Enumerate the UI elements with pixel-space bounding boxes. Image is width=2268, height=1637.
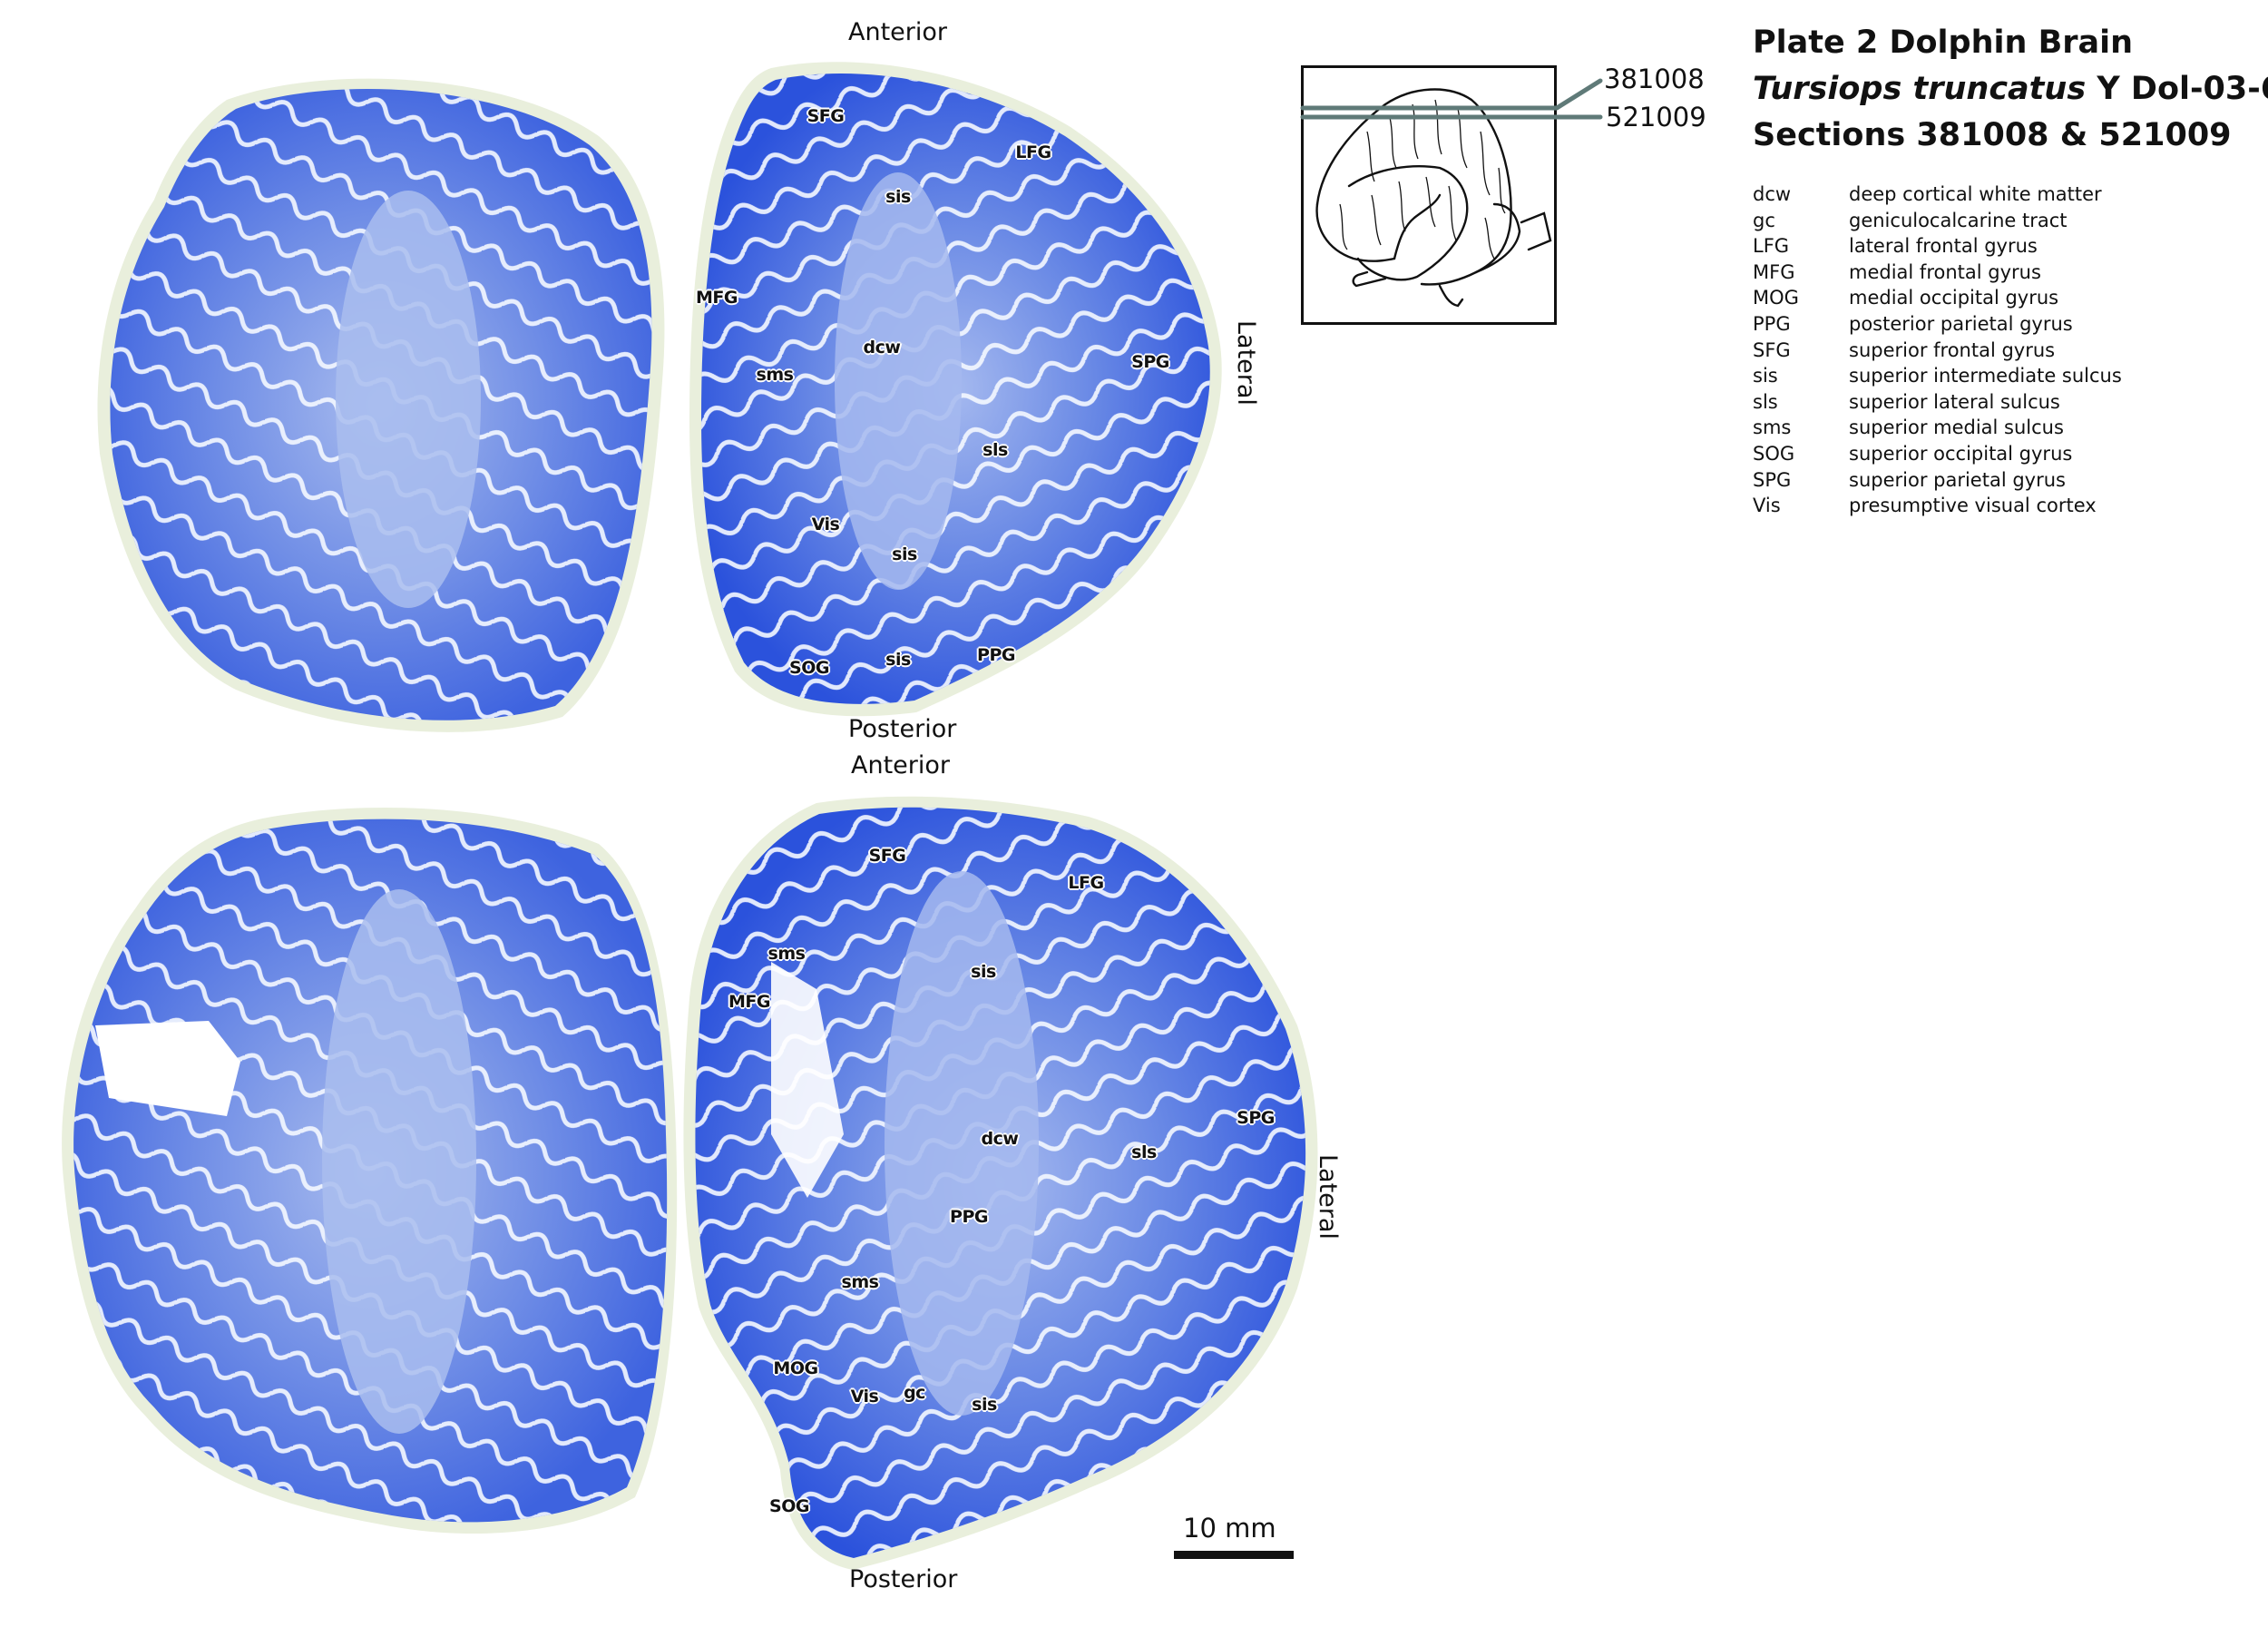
legend-abbreviation: sls — [1753, 390, 1778, 413]
section-top-right — [689, 62, 1222, 717]
legend-abbreviation: Vis — [1753, 495, 1781, 517]
anatomical-label: SOG — [789, 658, 829, 678]
inset-brain-diagram — [1301, 65, 1557, 325]
legend-definition: deep cortical white matter — [1849, 183, 2102, 205]
legend-definition: superior parietal gyrus — [1849, 468, 2066, 491]
anatomical-label: sms — [767, 944, 806, 964]
legend-abbreviation: LFG — [1753, 235, 1790, 258]
section-number-381008: 381008 — [1604, 64, 1705, 94]
legend-abbreviation: SFG — [1753, 338, 1791, 361]
plate-title: Plate 2 Dolphin Brain — [1753, 25, 2134, 61]
anatomical-label: sms — [841, 1272, 879, 1292]
anatomical-label: gc — [904, 1383, 925, 1403]
bottom-lateral-label: Lateral — [1314, 1154, 1342, 1240]
legend-abbreviation: MFG — [1753, 260, 1795, 283]
anatomical-label: sis — [892, 544, 917, 564]
anatomical-label: SPG — [1237, 1108, 1275, 1128]
anatomical-label: sis — [972, 1395, 997, 1415]
anatomical-label: SPG — [1131, 352, 1169, 372]
top-anterior-label: Anterior — [848, 18, 948, 46]
legend-definition: presumptive visual cortex — [1849, 495, 2097, 517]
anatomical-label: sis — [885, 187, 911, 207]
legend-abbreviation: dcw — [1753, 183, 1792, 205]
plate-species: Tursiops truncatus Y Dol-03-63 — [1753, 71, 2268, 107]
legend-row: sms superior medial sulcus — [1753, 415, 2122, 441]
anatomical-label: sis — [885, 650, 911, 670]
plate-sections: Sections 381008 & 521009 — [1753, 117, 2232, 153]
top-lateral-label: Lateral — [1232, 320, 1260, 406]
legend-definition: superior intermediate sulcus — [1849, 365, 2122, 387]
legend-row: MOG medial occipital gyrus — [1753, 285, 2122, 311]
anatomical-label: PPG — [977, 645, 1015, 665]
anatomical-label: SFG — [868, 846, 906, 866]
section-bottom-right — [683, 796, 1318, 1570]
legend-definition: medial frontal gyrus — [1849, 260, 2041, 283]
anatomical-label: MOG — [773, 1358, 818, 1378]
specimen-id: Y Dol-03-63 — [2097, 71, 2268, 107]
anatomical-label: PPG — [950, 1207, 988, 1227]
legend-abbreviation: sis — [1753, 365, 1778, 387]
legend-row: sls superior lateral sulcus — [1753, 389, 2122, 416]
legend-abbreviation: SPG — [1753, 468, 1792, 491]
legend-row: PPG posterior parietal gyrus — [1753, 311, 2122, 338]
anatomical-label: dcw — [863, 338, 901, 358]
legend-row: Vis presumptive visual cortex — [1753, 493, 2122, 519]
legend-row: dcw deep cortical white matter — [1753, 181, 2122, 208]
legend-definition: geniculocalcarine tract — [1849, 209, 2068, 231]
legend-definition: superior lateral sulcus — [1849, 390, 2060, 413]
anatomical-label: Vis — [850, 1387, 879, 1407]
anatomical-label: sls — [1131, 1142, 1157, 1162]
legend-definition: medial occipital gyrus — [1849, 287, 2059, 309]
section-top-left — [97, 78, 665, 732]
legend-abbreviation: gc — [1753, 209, 1775, 231]
legend-row: sis superior intermediate sulcus — [1753, 363, 2122, 389]
abbreviation-legend: dcw deep cortical white matter gc geniculoc… — [1753, 181, 2122, 519]
anatomical-label: dcw — [981, 1129, 1019, 1149]
section-bottom-left — [62, 808, 678, 1534]
legend-definition: superior occipital gyrus — [1849, 442, 2073, 465]
scale-bar — [1174, 1551, 1294, 1559]
top-posterior-label: Posterior — [848, 715, 957, 743]
legend-abbreviation: MOG — [1753, 287, 1799, 309]
legend-definition: posterior parietal gyrus — [1849, 312, 2073, 335]
scale-bar-label: 10 mm — [1183, 1513, 1276, 1544]
legend-row: MFG medial frontal gyrus — [1753, 260, 2122, 286]
anatomical-label: sls — [982, 440, 1008, 460]
legend-abbreviation: PPG — [1753, 312, 1791, 335]
anatomical-label: SFG — [807, 106, 845, 126]
legend-row: gc geniculocalcarine tract — [1753, 208, 2122, 234]
bottom-anterior-label: Anterior — [851, 751, 951, 779]
legend-definition: superior frontal gyrus — [1849, 338, 2056, 361]
legend-abbreviation: SOG — [1753, 442, 1795, 465]
legend-abbreviation: sms — [1753, 417, 1792, 439]
bottom-posterior-label: Posterior — [849, 1565, 958, 1593]
legend-definition: superior medial sulcus — [1849, 417, 2064, 439]
legend-row: SPG superior parietal gyrus — [1753, 467, 2122, 494]
legend-row: LFG lateral frontal gyrus — [1753, 233, 2122, 260]
anatomical-label: LFG — [1068, 873, 1104, 893]
anatomical-label: sis — [971, 962, 996, 982]
dolphin-brain-outline-icon — [1315, 88, 1552, 308]
anatomical-label: sms — [756, 365, 794, 385]
anatomical-label: Vis — [811, 515, 840, 534]
anatomical-label: MFG — [696, 288, 738, 308]
section-number-521009: 521009 — [1606, 102, 1706, 132]
legend-row: SOG superior occipital gyrus — [1753, 441, 2122, 467]
anatomical-label: MFG — [728, 992, 770, 1012]
anatomical-label: SOG — [769, 1496, 809, 1516]
anatomical-label: LFG — [1015, 142, 1051, 162]
legend-row: SFG superior frontal gyrus — [1753, 338, 2122, 364]
legend-definition: lateral frontal gyrus — [1849, 235, 2038, 258]
species-name: Tursiops truncatus — [1753, 71, 2087, 107]
